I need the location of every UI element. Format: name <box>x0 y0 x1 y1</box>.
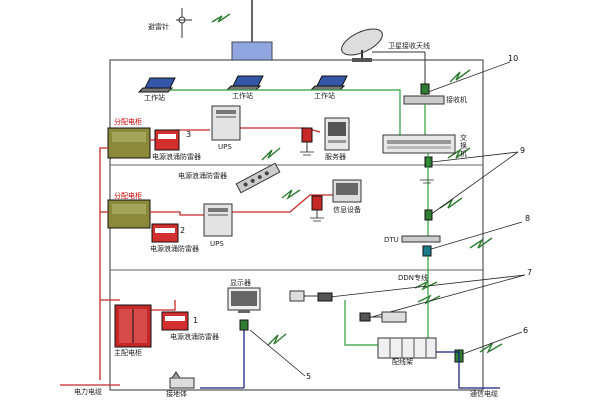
label-workstation-1: 工作站 <box>144 94 165 102</box>
workstation-1-icon <box>137 77 176 93</box>
lightning-bolt-top <box>211 13 231 23</box>
marker-3: 3 <box>186 130 192 139</box>
marker-5: 5 <box>306 372 312 381</box>
label-dist-cabinet-1: 分配电柜 <box>114 118 142 126</box>
pointer-6 <box>459 331 523 356</box>
marker-10: 10 <box>508 54 519 63</box>
power-spd-server-icon <box>301 127 313 143</box>
pointer-10 <box>427 61 511 93</box>
satellite-dish <box>341 28 383 62</box>
power-strip-icon <box>235 162 281 194</box>
ddn-device-2-icon <box>359 311 407 323</box>
label-power-cable: 电力电缆 <box>74 388 102 396</box>
server-icon <box>324 117 350 151</box>
lightning-bolt-satellite <box>449 69 471 83</box>
receiver-box <box>403 95 445 105</box>
roof-structure <box>231 41 273 61</box>
pointer-5 <box>249 329 306 377</box>
marker-8: 8 <box>525 214 531 223</box>
label-ground: 接地体 <box>166 390 187 398</box>
label-power-spd-mid: 电源浪涌防雷器 <box>178 172 227 180</box>
lightning-bolt-9a <box>447 147 471 159</box>
lightning-bolt-info <box>281 189 301 201</box>
ups-1-icon <box>211 105 241 141</box>
workstation-2-icon <box>225 75 264 91</box>
label-info-device: 信息设备 <box>333 206 361 214</box>
label-lightning-rod: 避雷针 <box>148 23 169 31</box>
comm-cable-line <box>436 351 500 389</box>
ground-icon <box>169 371 195 389</box>
lightning-bolt-6 <box>479 341 503 354</box>
power-floor2 <box>150 211 205 216</box>
label-ups-2: UPS <box>210 240 224 248</box>
power-spd-info-icon <box>311 195 323 211</box>
marker-6: 6 <box>523 326 529 335</box>
marker-2: 2 <box>180 226 186 235</box>
spd-9b <box>424 209 433 221</box>
marker-1: 1 <box>193 316 199 325</box>
network-line <box>170 89 401 135</box>
label-ups-1: UPS <box>218 143 232 151</box>
power-main-spd1 <box>150 300 176 311</box>
lightning-bolt-5 <box>267 333 287 346</box>
label-dist-cabinet-2: 分配电柜 <box>114 192 142 200</box>
label-power-spd-3: 电源浪涌防雷器 <box>152 153 201 161</box>
label-main-cabinet: 主配电柜 <box>114 349 142 357</box>
pointer-8 <box>427 221 523 251</box>
pointer-7b <box>367 274 526 319</box>
spd-10 <box>420 83 430 95</box>
dist-cabinet-2-icon <box>107 199 151 229</box>
label-server: 服务器 <box>325 153 346 161</box>
label-power-spd-2: 电源浪涌防雷器 <box>150 245 199 253</box>
power-ups2-info <box>232 194 335 213</box>
dist-cabinet-1-icon <box>107 127 151 159</box>
dtu-box <box>401 235 441 243</box>
pointer-9b <box>429 151 519 216</box>
ground-symbols <box>300 151 434 222</box>
lightning-bolt-8 <box>469 237 493 249</box>
label-distribution-frame: 配线架 <box>392 358 413 366</box>
ups-2-icon <box>203 203 233 237</box>
power-spd-1-icon <box>161 311 189 331</box>
ddn-link-down <box>344 300 380 346</box>
label-workstation-3: 工作站 <box>314 92 335 100</box>
label-switch: 交换机 <box>460 134 467 158</box>
pointer-9a <box>431 151 519 163</box>
lightning-bolt-server <box>261 147 281 161</box>
power-spd-3-icon <box>154 129 180 151</box>
distribution-frame-icon <box>377 337 437 359</box>
network-switch <box>382 134 456 154</box>
spd-5 <box>239 319 249 331</box>
power-spd-2-icon <box>151 223 179 243</box>
label-satellite-antenna: 卫星接收天线 <box>388 42 430 50</box>
label-dtu: DTU <box>384 236 399 244</box>
label-ddn-line: DDN专线 <box>398 274 429 282</box>
label-monitor: 显示器 <box>230 279 251 287</box>
workstation-3-icon <box>309 75 348 91</box>
spd-8 <box>422 245 432 257</box>
power-riser <box>99 147 108 380</box>
label-power-spd-1: 电源浪涌防雷器 <box>170 333 219 341</box>
info-device-icon <box>332 179 362 203</box>
label-receiver: 接收机 <box>446 96 467 104</box>
marker-9: 9 <box>520 146 526 155</box>
label-workstation-2: 工作站 <box>232 92 253 100</box>
marker-7: 7 <box>527 268 533 277</box>
main-cabinet-icon <box>114 304 152 348</box>
monitor-icon <box>227 287 261 313</box>
label-comm-cable: 通信电缆 <box>470 390 498 398</box>
